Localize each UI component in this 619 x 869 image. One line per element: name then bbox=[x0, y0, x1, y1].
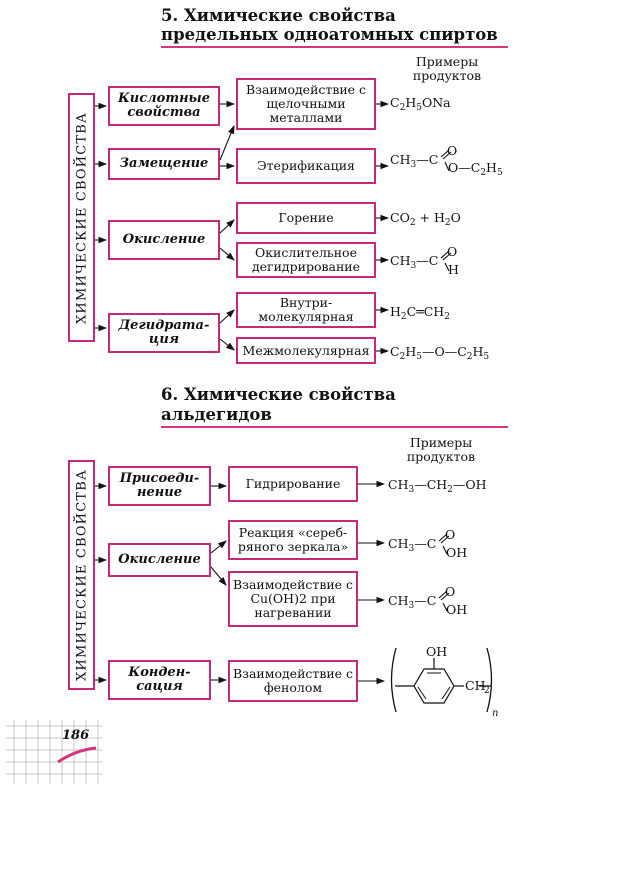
section6-title-rule bbox=[161, 426, 508, 428]
section6-examples-header: Примеры продуктов bbox=[406, 435, 476, 464]
reaction-intermolecular: Межмолекулярная bbox=[236, 337, 376, 364]
category-acid-properties: Кислотные свойства bbox=[108, 86, 220, 126]
section5-title-rule bbox=[161, 46, 508, 48]
category-substitution: Замещение bbox=[108, 148, 220, 180]
svg-text:OH: OH bbox=[426, 644, 447, 659]
reaction-oxidative-dehydrogenation: Окислительное дегидрирование bbox=[236, 242, 376, 278]
category-aldehyde-oxidation: Окисление bbox=[108, 543, 211, 577]
reaction-combustion: Горение bbox=[236, 202, 376, 234]
product-ethylene: H2C═CH2 bbox=[390, 304, 450, 322]
section5-title-line1: 5. Химические свойства bbox=[161, 6, 396, 25]
product-co2-water: CO2 + H2O bbox=[390, 210, 461, 228]
product-sodium-ethoxide: C2H5ONa bbox=[390, 95, 451, 113]
category-condensation: Конден-сация bbox=[108, 660, 211, 700]
page-corner-grid bbox=[6, 720, 102, 784]
reaction-alkali-metals: Взаимодействие с щелочными металлами bbox=[236, 78, 376, 130]
product-ethyl-acetate: CH3—C O O—C2H5 bbox=[390, 143, 503, 178]
category-oxidation: Окисление bbox=[108, 220, 220, 260]
section5-examples-header: Примеры продуктов bbox=[412, 54, 482, 83]
product-acetic-acid-1: CH3—C O OH bbox=[388, 527, 468, 560]
reaction-phenol: Взаимодействие с фенолом bbox=[228, 660, 358, 702]
product-diethyl-ether: C2H5—O—C2H5 bbox=[390, 344, 490, 362]
product-ethanol: CH3—CH2—OH bbox=[388, 477, 487, 495]
svg-text:2: 2 bbox=[484, 686, 490, 696]
reaction-silver-mirror: Реакция «сереб-ряного зеркала» bbox=[228, 520, 358, 560]
polymer-structure-icon: OH CH 2 n bbox=[390, 644, 498, 719]
reaction-hydrogenation: Гидрирование bbox=[228, 466, 358, 502]
reaction-esterification: Этерификация bbox=[236, 148, 376, 184]
section6-title-line2: альдегидов bbox=[161, 405, 272, 424]
product-phenol-formaldehyde-polymer: OH CH 2 n bbox=[386, 640, 510, 720]
section6-title-line1: 6. Химические свойства bbox=[161, 385, 396, 404]
section5-title-line2: предельных одноатомных спиртов bbox=[161, 25, 498, 44]
svg-text:n: n bbox=[492, 708, 498, 719]
svg-text:CH: CH bbox=[465, 678, 486, 693]
product-acetic-acid-2: CH3—C O OH bbox=[388, 584, 468, 617]
page-number: 186 bbox=[62, 728, 90, 743]
category-addition: Присоеди-нение bbox=[108, 466, 211, 506]
section5-side-label-box: ХИМИЧЕСКИЕ СВОЙСТВА bbox=[68, 93, 95, 342]
section6-side-label-box: ХИМИЧЕСКИЕ СВОЙСТВА bbox=[68, 460, 95, 690]
category-dehydration: Дегидрата-ция bbox=[108, 313, 220, 353]
product-acetaldehyde: CH3—C O H bbox=[390, 244, 459, 277]
reaction-copper-hydroxide: Взаимодействие с Cu(OH)2 при нагревании bbox=[228, 571, 358, 627]
reaction-intramolecular: Внутри-молекулярная bbox=[236, 292, 376, 328]
